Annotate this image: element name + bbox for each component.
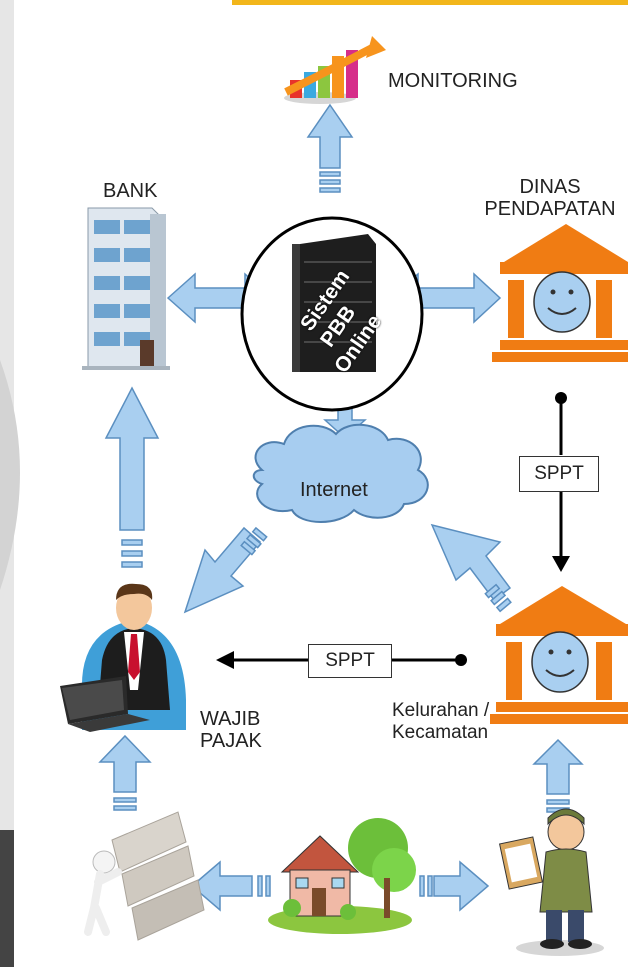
sppt-vertical-label: SPPT — [519, 456, 599, 492]
wajib-pajak-person-icon — [60, 583, 186, 732]
kelurahan-building-icon — [490, 586, 628, 724]
server-rack-icon — [292, 234, 376, 372]
wajib-pajak-label-line1: WAJIB — [200, 708, 261, 730]
monitoring-chart-icon — [284, 36, 386, 104]
wajib-pajak-label-line2: PAJAK — [200, 730, 262, 752]
house-icon — [268, 818, 416, 934]
arrow-up-kelurahan — [532, 738, 584, 795]
internet-cloud — [252, 423, 429, 523]
bank-label: BANK — [103, 180, 158, 202]
internet-label: Internet — [300, 479, 368, 501]
inspector-clipboard-icon — [498, 808, 604, 956]
arrow-house-left — [190, 860, 253, 912]
dinas-label-line2: PENDAPATAN — [484, 198, 616, 220]
arrow-house-right — [433, 860, 490, 912]
dinas-building-icon — [492, 224, 628, 362]
arrow-internet-wajib — [183, 526, 262, 614]
arrow-up-bank — [104, 386, 160, 531]
kelurahan-label: Kelurahan / Kecamatan — [392, 700, 489, 744]
dinas-label: DINAS PENDAPATAN — [470, 176, 628, 220]
bank-building-icon — [82, 207, 170, 370]
tax-letters-figure-icon — [84, 811, 205, 941]
arrow-up-monitoring — [306, 103, 354, 169]
kelurahan-label-line1: Kelurahan / — [392, 700, 490, 721]
monitoring-label: MONITORING — [388, 70, 518, 92]
sppt-vertical-edge — [552, 392, 570, 572]
kelurahan-label-line2: Kecamatan — [392, 722, 489, 743]
arrow-up-wajib — [98, 734, 152, 793]
wajib-pajak-label: WAJIB PAJAK — [200, 708, 262, 752]
sppt-horizontal-edge — [216, 651, 467, 669]
dinas-label-line1: DINAS — [519, 176, 581, 198]
sppt-horizontal-label: SPPT — [308, 644, 392, 678]
